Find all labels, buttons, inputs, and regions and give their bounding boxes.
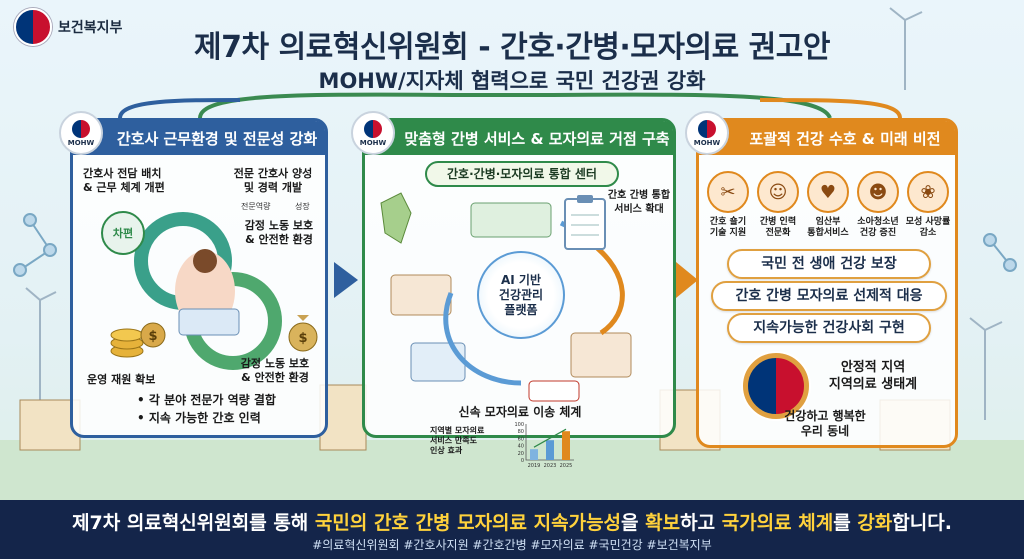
chart-ytick-label: 100 [514, 422, 524, 428]
chart-ytick-label: 60 [518, 436, 524, 442]
chart-ytick-label: 40 [518, 444, 524, 450]
p3-icon-row: ✂ 간호 숄기 기술 지원 ☺ 간병 인력 전문화 ♥ 임산부 통합서비스 ☻ 소아청소년 건… [703, 171, 953, 239]
badge-label: MOHW [693, 138, 721, 147]
clipboard-icon [564, 195, 606, 250]
org-name: 보건복지부 [58, 20, 123, 36]
footer-highlight: 확보 [645, 512, 681, 534]
p1-item-funding: 운영 재원 확보 [87, 373, 156, 386]
panel3-title: 포괄적 건강 수호 & 미래 비전 [699, 121, 955, 155]
p3-closing-text: 건강하고 행복한 우리 동네 [784, 409, 866, 438]
p1-item-specialist: 전문 간호사 양성 및 경력 개발 [233, 167, 313, 194]
footer-text: 를 [833, 512, 858, 534]
family-icon: ☻ [857, 171, 899, 213]
p2-transport-label: 신속 모자의료 이송 체계 [458, 405, 582, 419]
footer-highlight: 강화 [857, 512, 893, 534]
taegeuk-seal-icon [743, 353, 809, 419]
scissors-icon: ✂ [707, 171, 749, 213]
p3-icon-item: ☻ 소아청소년 건강 증진 [853, 171, 903, 239]
footer-text: 하고 [680, 512, 722, 534]
taegeuk-logo-icon [14, 8, 52, 46]
badge-label: MOHW [67, 138, 95, 147]
mohw-badge-2: MOHW [351, 111, 395, 155]
mother-icon: ❀ [907, 171, 949, 213]
panel-nurse-environment: 간호사 근무환경 및 전문성 강화 MOHW 간호사 전담 배치 & 근무 체계… [59, 111, 328, 438]
p3-icon-item: ❀ 모성 사망률 감소 [903, 171, 953, 239]
footer-bar [0, 500, 1024, 559]
p3-icon-item: ♥ 임산부 통합서비스 [803, 171, 853, 239]
p1-bullet-2: • 지속 가능한 간호 인력 [137, 411, 261, 425]
svg-text:$: $ [148, 329, 157, 344]
p3-icon-label: 소아청소년 건강 증진 [857, 217, 899, 238]
p3-icon-label: 간병 인력 전문화 [759, 217, 797, 238]
p3-pill-2: 간호 간병 모자의료 선제적 대응 [711, 281, 947, 311]
badge-label: MOHW [359, 138, 387, 147]
p3-icon-label: 모성 사망률 감소 [905, 217, 951, 238]
chart-category-label: 2019 [528, 463, 541, 469]
chart-trend-line [533, 428, 567, 448]
p3-pill-3: 지속가능한 건강사회 구현 [727, 313, 931, 343]
p2-item-integrated-service: 간호 간병 통합 서비스 확대 [607, 190, 671, 215]
money-bag-icon: $ [288, 315, 318, 352]
arrow-right-icon [676, 262, 698, 298]
page-subtitle: MOHW/지자체 협력으로 국민 건강권 강화 [318, 69, 706, 93]
chart-ytick-label: 80 [518, 429, 524, 435]
p1-item-emotional-labor: 감정 노동 보호 & 안전한 환경 [244, 219, 314, 246]
panel-care-service: 맞춤형 간병 서비스 & 모자의료 거점 구축 MOHW 간호·간병·모자의료 … [351, 111, 676, 438]
chart-category-label: 2023 [544, 463, 557, 469]
p3-seal-text: 안정적 지역 지역의료 생태계 [828, 360, 918, 392]
footer-text: 을 [621, 512, 646, 534]
p2-center-label: 간호·간병·모자의료 통합 센터 [425, 161, 619, 187]
p1-bullet-1: • 각 분야 전문가 역량 결합 [137, 393, 276, 407]
p1-item-nurse-placement: 간호사 전담 배치 & 근무 체계 개편 [83, 167, 165, 194]
footer-message: 제7차 의료혁신위원회를 통해 국민의 간호 간병 모자의료 지속가능성을 확보… [0, 508, 1024, 535]
chart-bar [546, 440, 554, 460]
svg-text:$: $ [298, 331, 307, 346]
chart-category-label: 2025 [560, 463, 573, 469]
arrow-right-icon [334, 262, 358, 298]
child-icon: ☺ [757, 171, 799, 213]
panel-health-vision: 포괄적 건강 수호 & 미래 비전 MOHW ✂ 간호 숄기 기술 지원 ☺ 간병 인… [685, 111, 958, 448]
p3-icon-label: 임산부 통합서비스 [807, 217, 849, 238]
coin-stack-icon: $ [110, 322, 166, 358]
footer-highlight: 국가의료 체계 [721, 512, 834, 534]
panel2-title: 맞춤형 간병 서비스 & 모자의료 거점 구축 [365, 121, 673, 155]
chart-axis [525, 424, 574, 461]
panel1-title: 간호사 근무환경 및 전문성 강화 [73, 121, 325, 155]
chart-ytick-label: 0 [521, 458, 524, 464]
p3-icon-item: ☺ 간병 인력 전문화 [753, 171, 803, 239]
chart-ytick-label: 20 [518, 451, 524, 457]
p1-item-safety: 감정 노동 보호 & 안전한 환경 [240, 357, 310, 384]
p3-icon-label: 간호 숄기 기술 지원 [709, 217, 747, 238]
taegeuk-mini-icon [364, 119, 382, 138]
header-logo: 보건복지부 [14, 8, 122, 46]
mohw-badge-3: MOHW [685, 111, 729, 155]
mohw-badge-1: MOHW [59, 111, 103, 155]
p3-pill-1: 국민 전 생애 건강 보장 [727, 249, 931, 279]
footer-text: 제7차 의료혁신위원회를 통해 [72, 512, 315, 534]
p1-cycle-label: 차편 [101, 211, 145, 255]
chart-bar [562, 431, 570, 460]
p3-icon-item: ✂ 간호 숄기 기술 지원 [703, 171, 753, 239]
footer-text: 합니다. [892, 512, 952, 534]
p2-chart-note: 지역별 모자의료 서비스 만족도 인상 효과 [430, 426, 485, 455]
p2-ai-platform: AI 기반 건강관리 플랫폼 [477, 251, 565, 339]
p1-sub-competency: 전문역량 [241, 202, 271, 211]
cycle-graphic [134, 212, 282, 370]
taegeuk-mini-icon [698, 119, 716, 138]
taegeuk-mini-icon [72, 119, 90, 138]
chart-bar [530, 449, 538, 460]
footer-highlight: 국민의 간호 간병 모자의료 지속가능성 [314, 512, 622, 534]
footer-hashtags: #의료혁신위원회 #간호사지원 #간호간병 #모자의료 #국민건강 #보건복지부 [312, 538, 712, 552]
p1-sub-growth: 성장 [295, 202, 310, 211]
pregnant-icon: ♥ [807, 171, 849, 213]
page-title: 제7차 의료혁신위원회 - 간호·간병·모자의료 권고안 [194, 30, 830, 65]
